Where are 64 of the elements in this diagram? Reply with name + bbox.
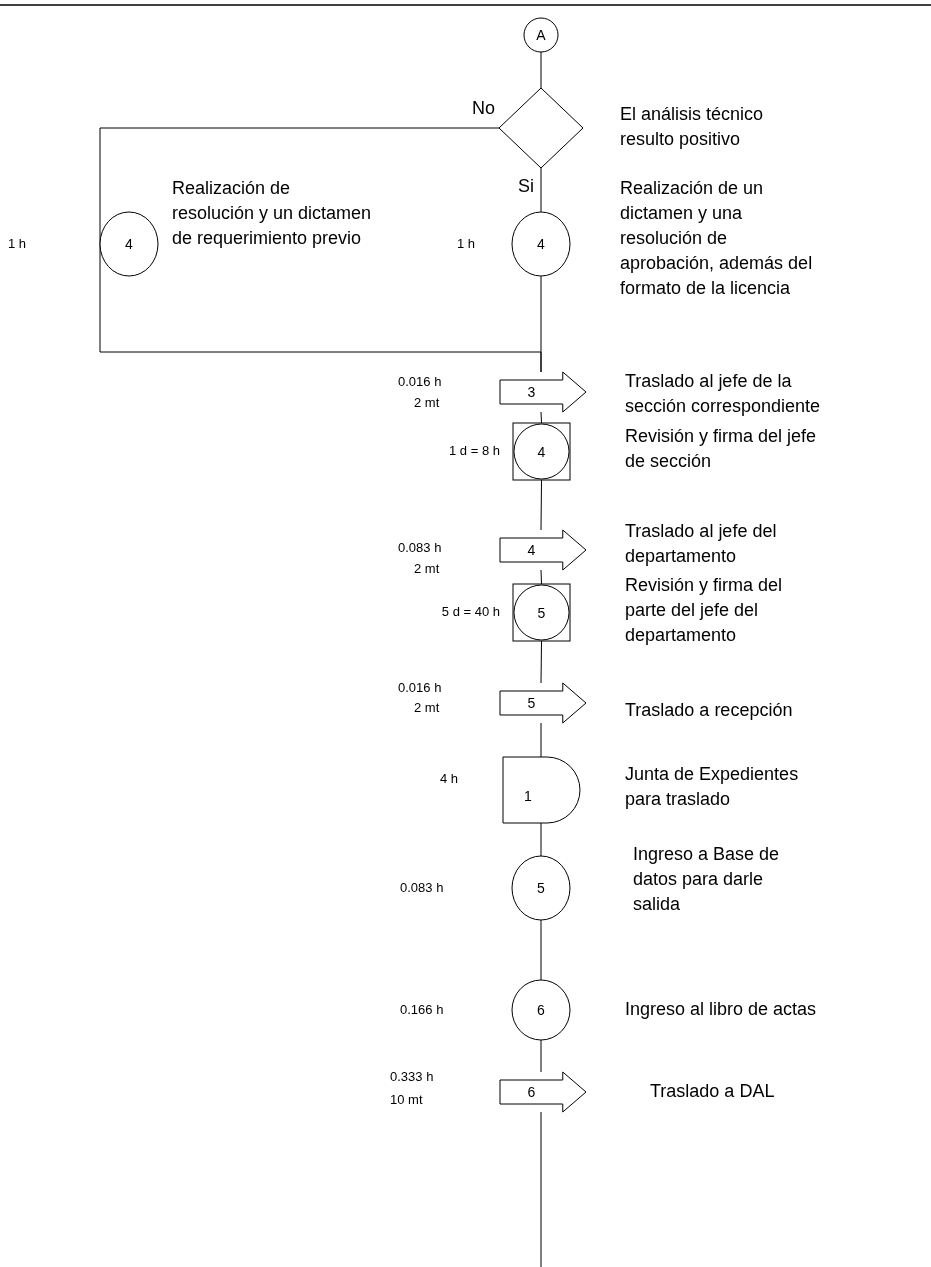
transport-symbol: [500, 1072, 586, 1112]
step-description: Traslado al jefe del departamento: [625, 520, 778, 568]
time-label: 5 d = 40 h: [440, 604, 500, 620]
decision-diamond: [499, 88, 583, 168]
flow-line: [540, 569, 542, 585]
step-description: Revisión y firma del parte del jefe del departamento: [625, 574, 784, 647]
time-label: 1 h: [8, 236, 28, 252]
time-label: 1 d = 8 h: [448, 443, 500, 459]
step-number: 6: [526, 1084, 537, 1100]
flow-line: [540, 167, 542, 213]
step-description: Junta de Expedientes para traslado: [625, 763, 800, 811]
time-label: 0.333 h: [390, 1069, 435, 1085]
step-description: Traslado a DAL: [650, 1080, 776, 1103]
step-description: Ingreso al libro de actas: [625, 998, 818, 1021]
operation-circle: [512, 856, 570, 920]
time-label: 0.016 h: [398, 374, 443, 390]
operation-circle: [100, 212, 158, 276]
operation-inspection-symbol: [513, 423, 570, 480]
time-label: 1 h: [457, 236, 477, 252]
transport-symbol: [500, 683, 586, 723]
flow-line: [540, 919, 542, 981]
delay-symbol: [503, 757, 580, 823]
flow-line: [540, 51, 542, 89]
step-description: Revisión y firma del jefe de sección: [625, 425, 818, 473]
step-number: A: [535, 27, 547, 43]
transport-symbol: [500, 530, 586, 570]
step-number: 5: [536, 604, 547, 621]
flow-line: [540, 479, 542, 531]
time-label: 10 mt: [390, 1092, 424, 1108]
step-number: 4: [124, 236, 134, 252]
time-label: 0.083 h: [398, 540, 443, 556]
step-description: Traslado a recepción: [625, 699, 794, 722]
step-number: 4: [526, 542, 537, 558]
time-label: 0.166 h: [400, 1002, 445, 1018]
transport-symbol: [500, 372, 586, 412]
flow-line: [540, 822, 542, 857]
flow-line: [540, 411, 542, 424]
step-number: 4: [536, 443, 547, 460]
time-label: 2 mt: [414, 561, 441, 577]
step-description: Realización de resolución y un dictamen de requerimiento previo: [172, 177, 372, 250]
operation-inspection-symbol: [513, 584, 570, 641]
flow-line: [540, 640, 542, 684]
flow-line: [540, 722, 542, 758]
step-description: El análisis técnico resulto positivo: [620, 103, 765, 151]
time-label: 2 mt: [414, 395, 441, 411]
step-number: 3: [526, 384, 537, 400]
time-label: 0.016 h: [398, 680, 443, 696]
step-number: 5: [526, 695, 537, 711]
flow-line: [540, 1039, 542, 1073]
operation-circle: [524, 18, 558, 52]
step-description: Traslado al jefe de la sección correspondiente: [625, 370, 822, 418]
time-label: 4 h: [440, 771, 460, 787]
flow-line: [540, 1111, 542, 1267]
step-number: 1: [523, 788, 533, 804]
step-description: Realización de un dictamen y una resolución de aprobación, además del formato de la licencia: [620, 177, 814, 300]
step-number: 6: [536, 1002, 546, 1018]
step-number: 4: [536, 236, 546, 252]
time-label: 2 mt: [414, 700, 441, 716]
step-description: Ingreso a Base de datos para darle salida: [633, 843, 781, 916]
operation-circle: [512, 212, 570, 276]
operation-circle: [512, 980, 570, 1040]
step-number: 5: [536, 880, 546, 896]
time-label: 0.083 h: [400, 880, 445, 896]
flow-line: [540, 275, 542, 373]
